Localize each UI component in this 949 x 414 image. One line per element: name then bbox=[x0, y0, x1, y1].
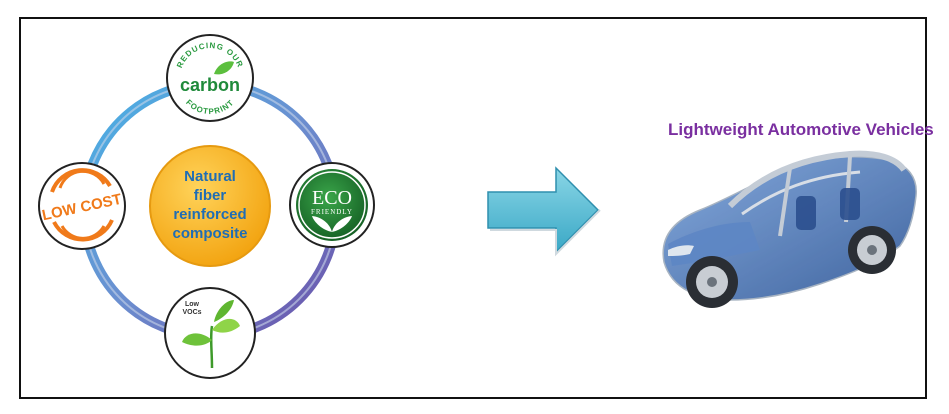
center-node: Natural fiber reinforced composite bbox=[149, 145, 271, 267]
center-line-4: composite bbox=[172, 225, 247, 242]
center-line-1: Natural bbox=[184, 168, 236, 185]
eco-sub: FRIENDLY bbox=[311, 208, 353, 216]
low-vocs-node: Low VOCs bbox=[164, 287, 256, 379]
rear-wheel bbox=[848, 226, 896, 274]
eco-friendly-node: ECO FRIENDLY bbox=[289, 162, 375, 248]
result-label: Lightweight Automotive Vehicles bbox=[668, 120, 934, 139]
low-cost-node: LOW COST bbox=[38, 162, 126, 250]
low-vocs-line-1: Low bbox=[185, 301, 200, 308]
center-line-2: fiber bbox=[194, 187, 227, 204]
sprout-icon bbox=[182, 300, 240, 369]
leaf-icon bbox=[214, 61, 234, 75]
leaves-icon bbox=[312, 216, 352, 232]
carbon-node: REDUCING OUR FOOTPRINT carbon bbox=[166, 34, 254, 122]
car-illustration bbox=[662, 150, 917, 308]
low-vocs-line-2: VOCs bbox=[182, 309, 201, 316]
eco-word: ECO bbox=[312, 187, 352, 209]
center-line-3: reinforced bbox=[173, 206, 246, 223]
front-wheel bbox=[686, 256, 738, 308]
right-arrow-icon bbox=[487, 166, 601, 257]
carbon-word: carbon bbox=[180, 75, 240, 95]
